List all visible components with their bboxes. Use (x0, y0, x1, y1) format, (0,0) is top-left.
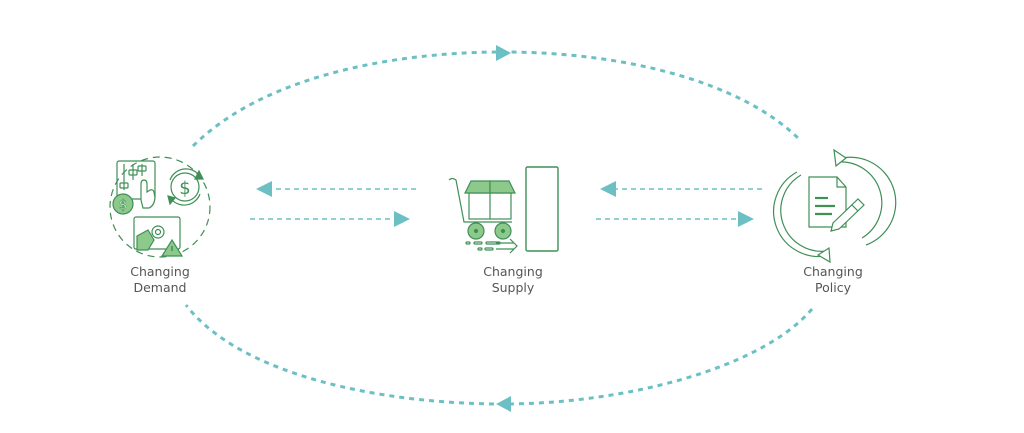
demand-to-supply-arrowhead (394, 211, 410, 227)
svg-text:$: $ (119, 198, 127, 213)
node-label-policy: Changing Policy (763, 264, 903, 296)
node-label-supply-line2: Supply (491, 280, 535, 295)
demand-icon: $ $ (109, 156, 211, 258)
node-label-policy-line2: Policy (815, 280, 851, 295)
bottom-arc-arrowhead (496, 396, 511, 412)
node-label-demand: Changing Demand (90, 264, 230, 296)
node-label-supply-line1: Changing (483, 264, 543, 279)
supply-to-demand-arrowhead (256, 181, 272, 197)
top-arc-connector (191, 50, 802, 148)
node-label-supply: Changing Supply (443, 264, 583, 296)
policy-to-supply-arrowhead (600, 181, 616, 197)
supply-to-policy-arrowhead (738, 211, 754, 227)
node-label-demand-line1: Changing (130, 264, 190, 279)
node-label-demand-line2: Demand (133, 280, 187, 295)
node-label-policy-line1: Changing (803, 264, 863, 279)
svg-text:$: $ (179, 178, 190, 199)
shopping-cart-icon (448, 166, 559, 254)
top-arc-arrowhead (496, 45, 511, 61)
bottom-arc-connector (184, 304, 814, 406)
policy-document-icon (773, 148, 897, 264)
